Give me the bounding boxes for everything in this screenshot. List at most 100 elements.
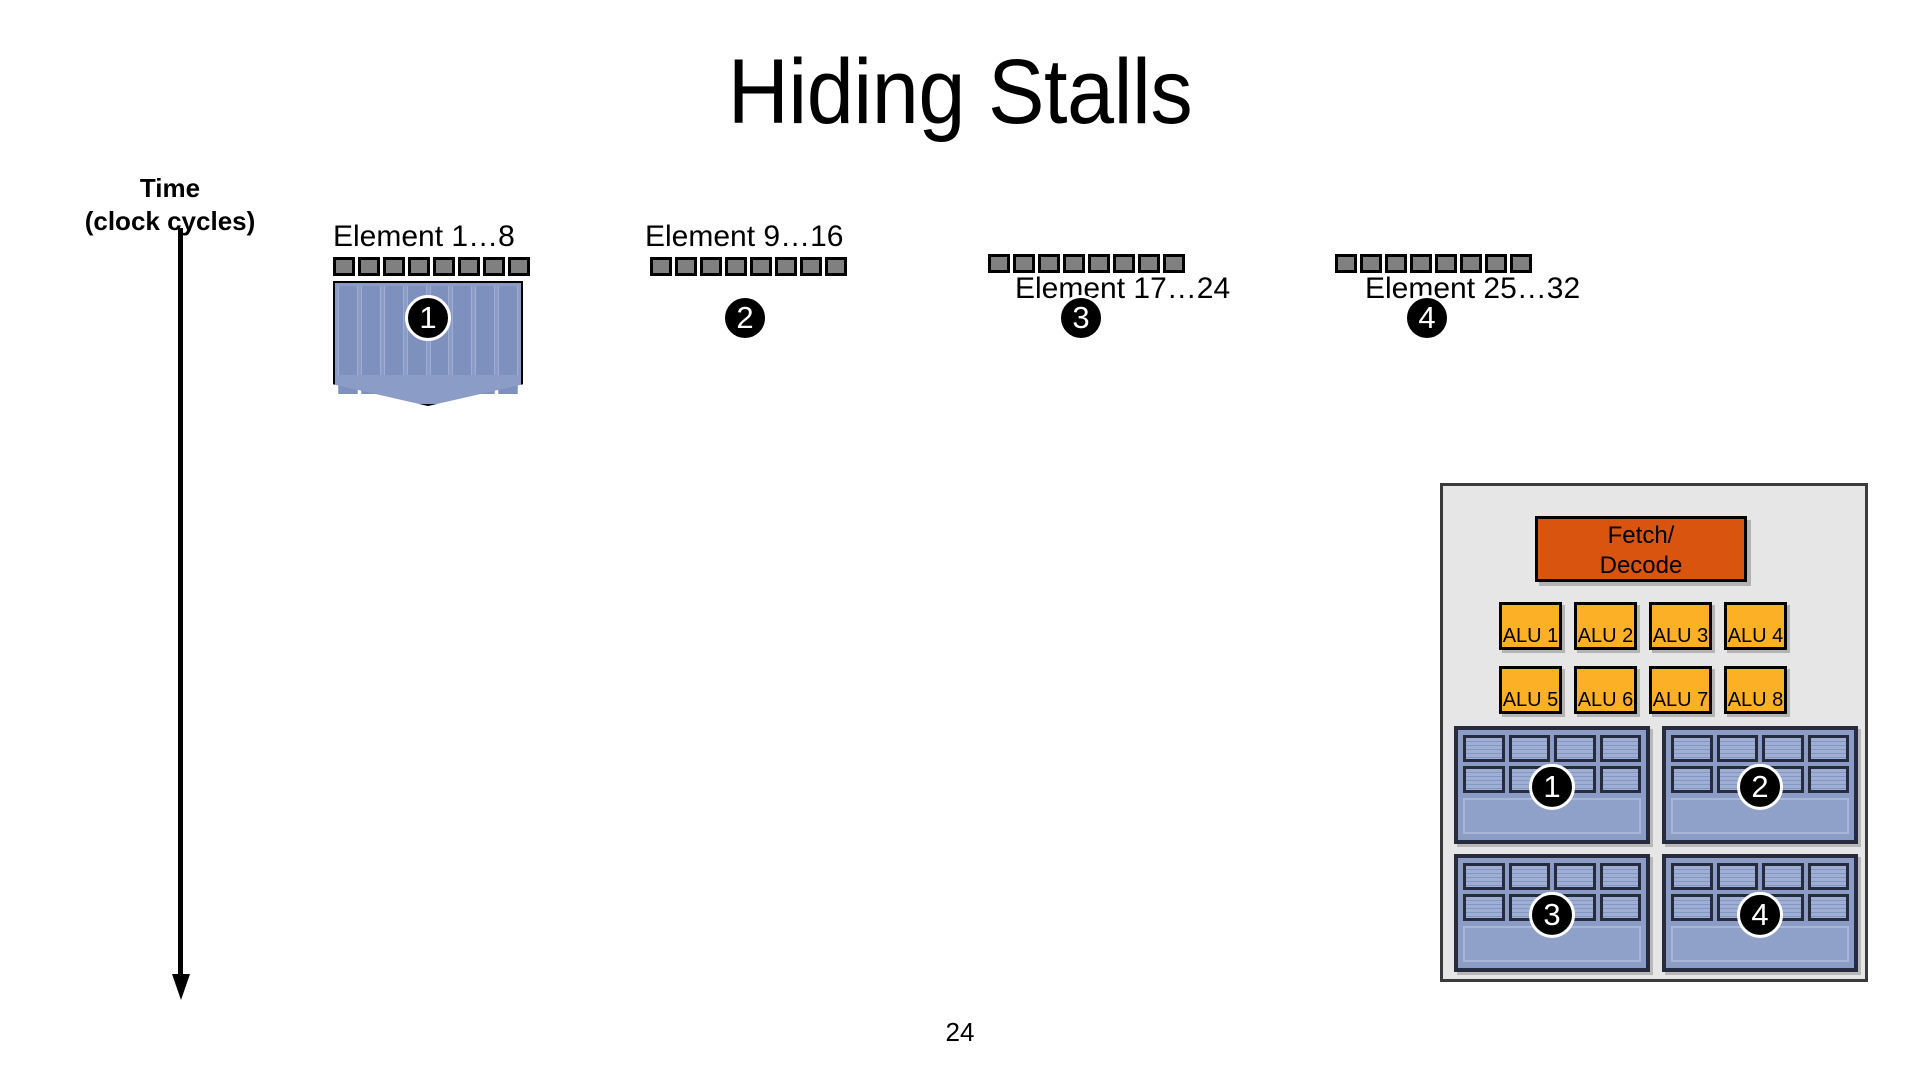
context-block-2: 2 (1662, 726, 1858, 844)
context-cell (1671, 735, 1713, 762)
alu-3: ALU 3 (1649, 602, 1712, 650)
context-cell (1807, 735, 1849, 762)
element-group-4-caption: Element 25…32 (1365, 272, 1581, 305)
instruction-box (988, 254, 1010, 273)
instruction-box (358, 257, 380, 276)
context-cell (1807, 894, 1849, 921)
context-badge-1: 1 (1529, 763, 1575, 810)
instruction-box (650, 257, 672, 276)
context-cell (1463, 894, 1505, 921)
instruction-box (700, 257, 722, 276)
element-group-2-instruction-strip (650, 257, 847, 276)
work-lane (498, 286, 518, 394)
instruction-box (1163, 254, 1185, 273)
arrow-shaft (178, 228, 183, 976)
element-group-3-caption: Element 17…24 (1015, 272, 1231, 305)
instruction-box (1335, 254, 1357, 273)
instruction-box (383, 257, 405, 276)
context-cell (1599, 735, 1641, 762)
context-cell (1599, 863, 1641, 890)
instruction-box (1138, 254, 1160, 273)
work-block-foot (333, 375, 523, 406)
context-block-3: 3 (1454, 854, 1650, 972)
context-cell (1807, 863, 1849, 890)
context-cell (1463, 735, 1505, 762)
instruction-box (675, 257, 697, 276)
alu-4: ALU 4 (1724, 602, 1787, 650)
time-axis-label-line1: Time (139, 173, 201, 203)
alu-5: ALU 5 (1499, 666, 1562, 714)
time-axis-label-line2: (clock cycles) (84, 206, 256, 237)
context-badge-4: 4 (1737, 891, 1783, 938)
time-axis-label: Time (clock cycles) (40, 172, 300, 238)
context-cell (1599, 894, 1641, 921)
work-lane (338, 286, 358, 394)
instruction-box (1460, 254, 1482, 273)
context-cell (1762, 735, 1804, 762)
instruction-box (750, 257, 772, 276)
work-lane (360, 286, 381, 394)
element-group-4-badge: 4 (1404, 295, 1450, 341)
element-group-1-caption: Element 1…8 (333, 220, 515, 253)
instruction-box (433, 257, 455, 276)
context-cell (1463, 863, 1505, 890)
context-cell (1554, 735, 1596, 762)
page-title: Hiding Stalls (727, 41, 1193, 143)
alu-2: ALU 2 (1574, 602, 1637, 650)
instruction-box (1038, 254, 1060, 273)
element-group-1-instruction-strip (333, 257, 530, 276)
context-cell (1762, 863, 1804, 890)
fetch-decode-unit: Fetch/ Decode (1535, 516, 1747, 582)
instruction-box (508, 257, 530, 276)
arrow-head (172, 974, 190, 1000)
element-group-2-badge: 2 (722, 295, 768, 341)
instruction-box (333, 257, 355, 276)
instruction-box (1013, 254, 1035, 273)
element-group-1-badge: 1 (405, 295, 451, 341)
work-lane (383, 286, 404, 394)
instruction-box (825, 257, 847, 276)
instruction-box (1113, 254, 1135, 273)
context-badge-3: 3 (1529, 891, 1575, 938)
instruction-box (725, 257, 747, 276)
context-cells (1671, 735, 1849, 793)
alu-6: ALU 6 (1574, 666, 1637, 714)
instruction-box (1385, 254, 1407, 273)
page-number: 24 (945, 1017, 975, 1047)
context-cell (1463, 766, 1505, 793)
instruction-box (1410, 254, 1432, 273)
context-badge-2: 2 (1737, 763, 1783, 810)
instruction-box (1360, 254, 1382, 273)
instruction-box (1485, 254, 1507, 273)
work-lane (475, 286, 496, 394)
context-cell (1716, 735, 1758, 762)
alu-1: ALU 1 (1499, 602, 1562, 650)
context-cell (1807, 766, 1849, 793)
work-lane (452, 286, 473, 394)
context-block-4: 4 (1662, 854, 1858, 972)
context-cell (1671, 894, 1713, 921)
context-cell (1671, 863, 1713, 890)
instruction-box (1435, 254, 1457, 273)
instruction-box (408, 257, 430, 276)
context-cells (1463, 863, 1641, 921)
element-group-4-instruction-strip (1335, 254, 1532, 273)
instruction-box (775, 257, 797, 276)
context-cell (1599, 766, 1641, 793)
instruction-box (458, 257, 480, 276)
instruction-box (1510, 254, 1532, 273)
element-group-2-caption: Element 9…16 (645, 220, 844, 253)
down-arrow-icon (172, 228, 190, 1000)
context-storage-grid: 1 2 3 4 (1454, 726, 1858, 974)
instruction-box (1088, 254, 1110, 273)
context-block-1: 1 (1454, 726, 1650, 844)
context-cell (1508, 735, 1550, 762)
context-cell (1508, 863, 1550, 890)
context-cell (1716, 863, 1758, 890)
alu-7: ALU 7 (1649, 666, 1712, 714)
instruction-box (483, 257, 505, 276)
